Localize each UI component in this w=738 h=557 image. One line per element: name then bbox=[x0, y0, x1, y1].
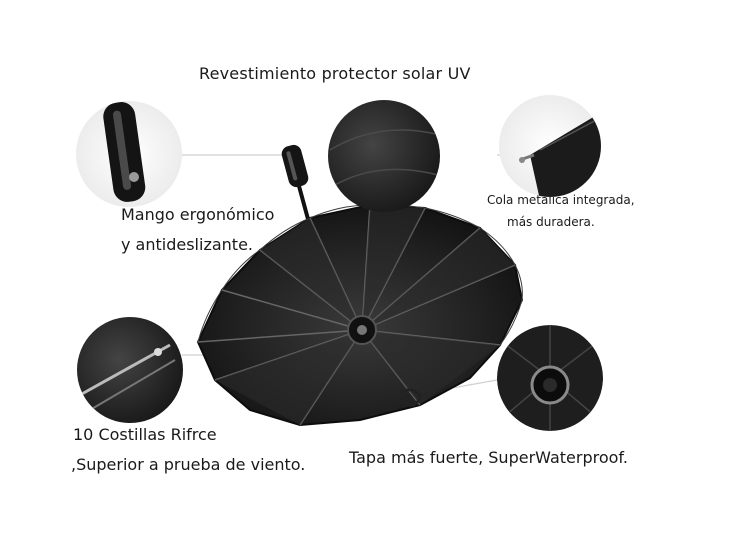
handle-label-line2: y antideslizante. bbox=[121, 235, 253, 254]
rib-joint-icon bbox=[77, 317, 183, 423]
umbrella-canopy bbox=[196, 203, 524, 427]
uv-coating-label: Revestimiento protector solar UV bbox=[199, 64, 471, 83]
fabric-closeup-icon bbox=[328, 100, 440, 212]
handle-label-line1: Mango ergonómico bbox=[121, 205, 275, 224]
ribs-label-line2: ,Superior a prueba de viento. bbox=[71, 455, 306, 474]
ribs-label-line1: 10 Costillas Rifrce bbox=[73, 425, 217, 444]
handle-detail-circle bbox=[76, 101, 182, 207]
cap-label: Tapa más fuerte, SuperWaterproof. bbox=[349, 448, 628, 467]
metal-tip-icon bbox=[499, 95, 601, 197]
tail-label-line1: Cola metálica integrada, bbox=[487, 193, 635, 207]
tail-label-line2: más duradera. bbox=[507, 215, 595, 229]
top-cap-icon bbox=[497, 325, 603, 431]
